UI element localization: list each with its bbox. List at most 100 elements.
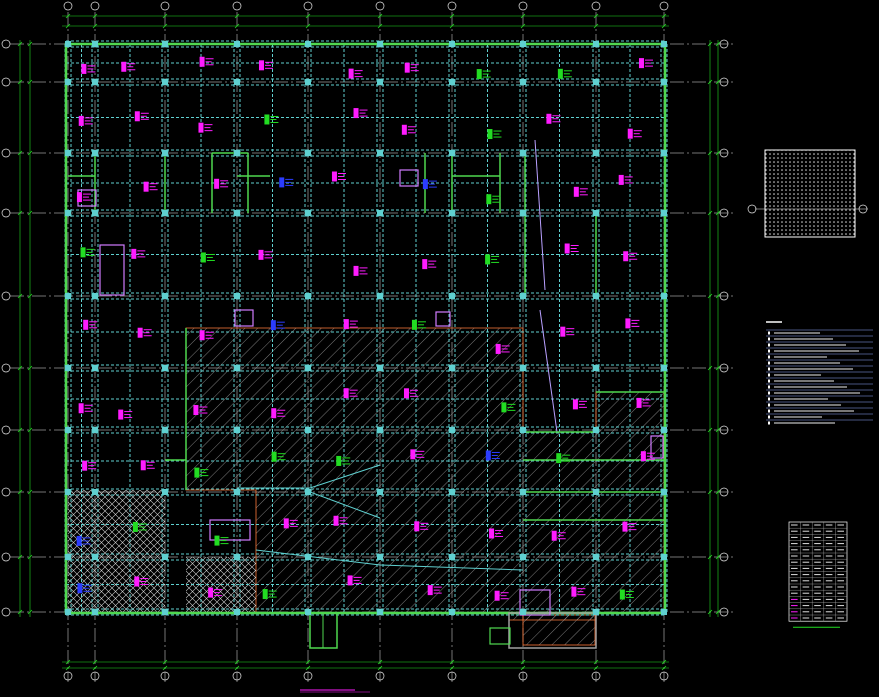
column [449, 150, 455, 156]
axis-bubble-left [1, 607, 11, 617]
annotation-tag [143, 181, 149, 192]
annotation-tag [487, 129, 493, 140]
dimension-tick [17, 79, 23, 85]
axis-bubble-right [719, 77, 729, 87]
column [65, 41, 71, 47]
annotation-tag [137, 327, 143, 338]
annotation-tag [638, 58, 644, 69]
axis-bubble-left [1, 39, 11, 49]
column [661, 293, 667, 299]
shaft-outline [519, 589, 551, 616]
annotation-tag [347, 575, 353, 586]
dimension-tick [715, 427, 721, 433]
legend-row-marker [768, 409, 770, 413]
side-details-layer [300, 149, 873, 693]
column [377, 79, 383, 85]
annotation-tag [403, 388, 409, 399]
annotation-tag [353, 108, 359, 119]
stair-core-wall [489, 627, 511, 645]
dimension-tick [715, 365, 721, 371]
column [162, 150, 168, 156]
dimension-tick [661, 23, 667, 29]
column [377, 365, 383, 371]
dimension-tick [715, 79, 721, 85]
annotation-tag [410, 449, 416, 460]
shaft-outline [650, 435, 664, 459]
column [661, 79, 667, 85]
dimension-tick [715, 293, 721, 299]
axis-bubble-right [719, 363, 729, 373]
axis-bubble-right [719, 39, 729, 49]
annotation-tag [619, 589, 625, 600]
dimension-tick [715, 150, 721, 156]
dimension-tick [707, 489, 713, 495]
legend-row-marker [768, 403, 770, 407]
dimension-tick [92, 13, 98, 19]
annotation-tag [200, 252, 206, 263]
dimension-tick [65, 23, 71, 29]
annotation-tag [572, 399, 578, 410]
dimension-tick [661, 659, 667, 665]
annotation-tag [131, 248, 137, 259]
column [520, 293, 526, 299]
axis-bubble-right [719, 552, 729, 562]
annotation-tag [485, 450, 491, 461]
legend-row-marker [768, 391, 770, 395]
annotation-tag [198, 122, 204, 133]
annotation-tag [501, 402, 507, 413]
annotation-tag [618, 174, 624, 185]
dimension-tick [162, 665, 168, 671]
axis-bubble-bottom [90, 671, 100, 681]
dimension-tick [17, 427, 23, 433]
column [593, 41, 599, 47]
column [593, 150, 599, 156]
axis-bubble-right [719, 208, 729, 218]
axis-bubble-left [1, 77, 11, 87]
column [92, 489, 98, 495]
dimension-tick [449, 665, 455, 671]
column [162, 41, 168, 47]
annotation-tag [333, 515, 339, 526]
column [92, 41, 98, 47]
dimension-tick [27, 79, 33, 85]
column [234, 210, 240, 216]
dimension-tick [17, 150, 23, 156]
outer-wall [64, 42, 667, 615]
annotation-tag [414, 521, 420, 532]
annotation-tag [258, 249, 264, 260]
column [593, 489, 599, 495]
dimension-tick [27, 150, 33, 156]
annotation-tag [262, 589, 268, 600]
annotation-tag [78, 115, 84, 126]
legend-row-marker [768, 355, 770, 359]
dimension-tick [234, 13, 240, 19]
dimension-tick [92, 23, 98, 29]
dimension-tick [715, 489, 721, 495]
axis-bubble-top [518, 1, 528, 11]
annotation-tag [80, 247, 86, 258]
dimension-tick [65, 659, 71, 665]
column [377, 427, 383, 433]
axis-bubble-left [1, 487, 11, 497]
axis-bubble-top [63, 1, 73, 11]
annotation-tag [82, 460, 88, 471]
annotation-tag [271, 408, 277, 419]
column [449, 554, 455, 560]
annotation-tag [625, 318, 631, 329]
column [593, 293, 599, 299]
column [234, 41, 240, 47]
dimension-tick [27, 210, 33, 216]
legend-row-marker [768, 373, 770, 377]
dimension-tick [27, 427, 33, 433]
axis-bubble-bottom [232, 671, 242, 681]
dimension-tick [17, 210, 23, 216]
dimension-tick [449, 23, 455, 29]
column [449, 489, 455, 495]
column [162, 609, 168, 615]
annotation-tag [118, 409, 124, 420]
annotation-tag [494, 590, 500, 601]
column [305, 150, 311, 156]
annotation-tag [486, 194, 492, 205]
axis-bubble-left [1, 552, 11, 562]
